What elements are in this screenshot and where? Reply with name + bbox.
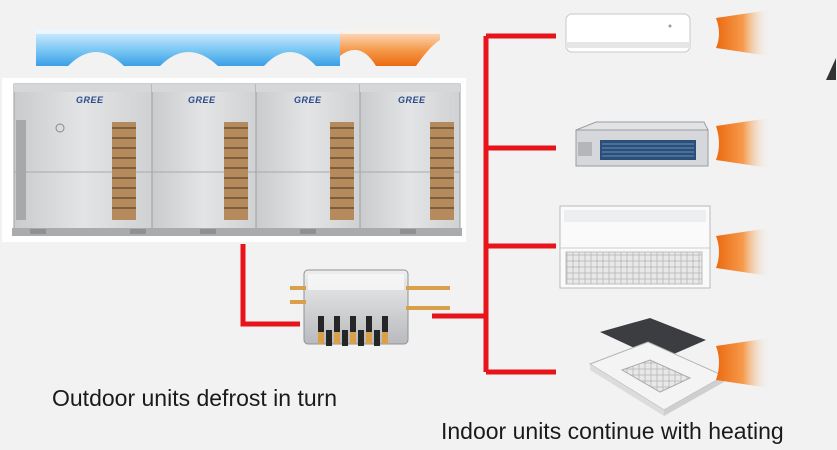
refrigerant-pipes [240,33,556,375]
indoor-units-caption: Indoor units continue with heating [441,418,784,444]
outdoor-unit: GREE [359,83,461,231]
gree-logo: GREE [76,95,104,105]
warm-air-icon [716,10,770,56]
warm-air-icon [716,118,770,168]
gree-logo: GREE [188,95,216,105]
warm-air-outputs [716,10,770,388]
indoor-unit-wall-mounted [565,13,691,53]
gree-logo: GREE [294,95,322,105]
warm-airflow-segment [340,30,440,66]
cold-airflow-segment [36,30,340,66]
outdoor-unit: GREE [13,83,153,231]
indoor-unit-cassette [588,318,726,416]
branch-distributor [290,269,450,346]
outdoor-unit: GREE [255,83,361,231]
indoor-unit-ducted [575,121,709,167]
outdoor-units-caption: Outdoor units defrost in turn [52,385,338,411]
outdoor-unit: GREE [151,83,257,231]
indoor-unit-floor-ceiling [559,205,711,289]
cropped-glyph [826,58,836,80]
outdoor-units: GREE GREE [2,78,466,242]
warm-air-icon [716,338,770,388]
warm-air-icon [716,228,770,276]
airflow-bar [36,30,440,66]
gree-logo: GREE [398,95,426,105]
